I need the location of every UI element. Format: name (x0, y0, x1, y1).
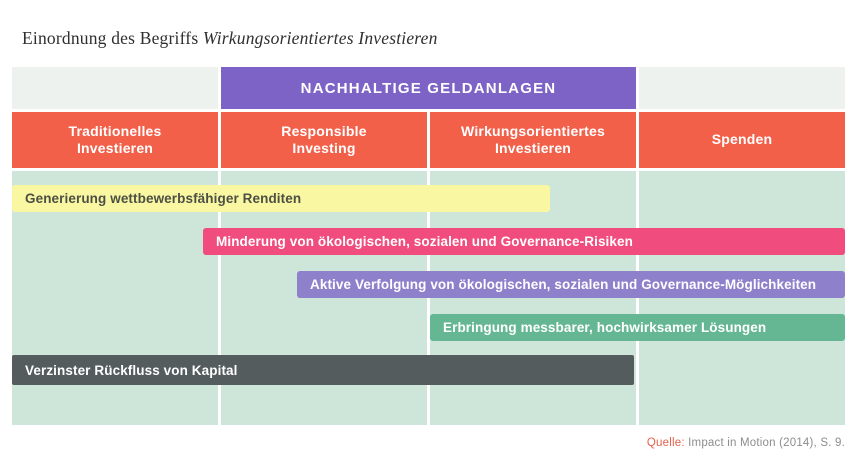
source-text: Impact in Motion (2014), S. 9. (684, 437, 845, 449)
body-column-4 (639, 171, 845, 425)
nachhaltige-geldanlagen-header: NACHHALTIGE GELDANLAGEN (221, 67, 636, 109)
category-traditionelles-investieren: Traditionelles Investieren (12, 112, 218, 168)
header-band-right (639, 67, 845, 109)
category-wirkungsorientiertes-investieren: Wirkungsorientiertes Investieren (430, 112, 636, 168)
category-row: Traditionelles Investieren Responsible I… (12, 112, 845, 168)
bar-renditen: Generierung wettbewerbsfähiger Renditen (12, 185, 550, 212)
figure-title: Einordnung des Begriffs Wirkungsorientie… (22, 28, 438, 49)
category-spenden: Spenden (639, 112, 845, 168)
bar-kapital: Verzinster Rückfluss von Kapital (12, 355, 634, 385)
bar-loesungen: Erbringung messbarer, hochwirksamer Lösu… (430, 314, 845, 341)
figure-title-emphasis: Wirkungsorientiertes Investieren (202, 28, 438, 48)
category-responsible-investing: Responsible Investing (221, 112, 427, 168)
body-grid (12, 171, 845, 425)
source-note: Quelle: Impact in Motion (2014), S. 9. (647, 437, 845, 449)
header-band: NACHHALTIGE GELDANLAGEN (12, 67, 845, 109)
header-band-left (12, 67, 218, 109)
bar-moeglichkeiten: Aktive Verfolgung von ökologischen, sozi… (297, 271, 845, 298)
figure-title-prefix: Einordnung des Begriffs (22, 28, 203, 48)
spectrum-chart: NACHHALTIGE GELDANLAGEN Traditionelles I… (12, 67, 845, 425)
source-label: Quelle: (646, 437, 685, 449)
bar-risiken: Minderung von ökologischen, sozialen und… (203, 228, 845, 255)
